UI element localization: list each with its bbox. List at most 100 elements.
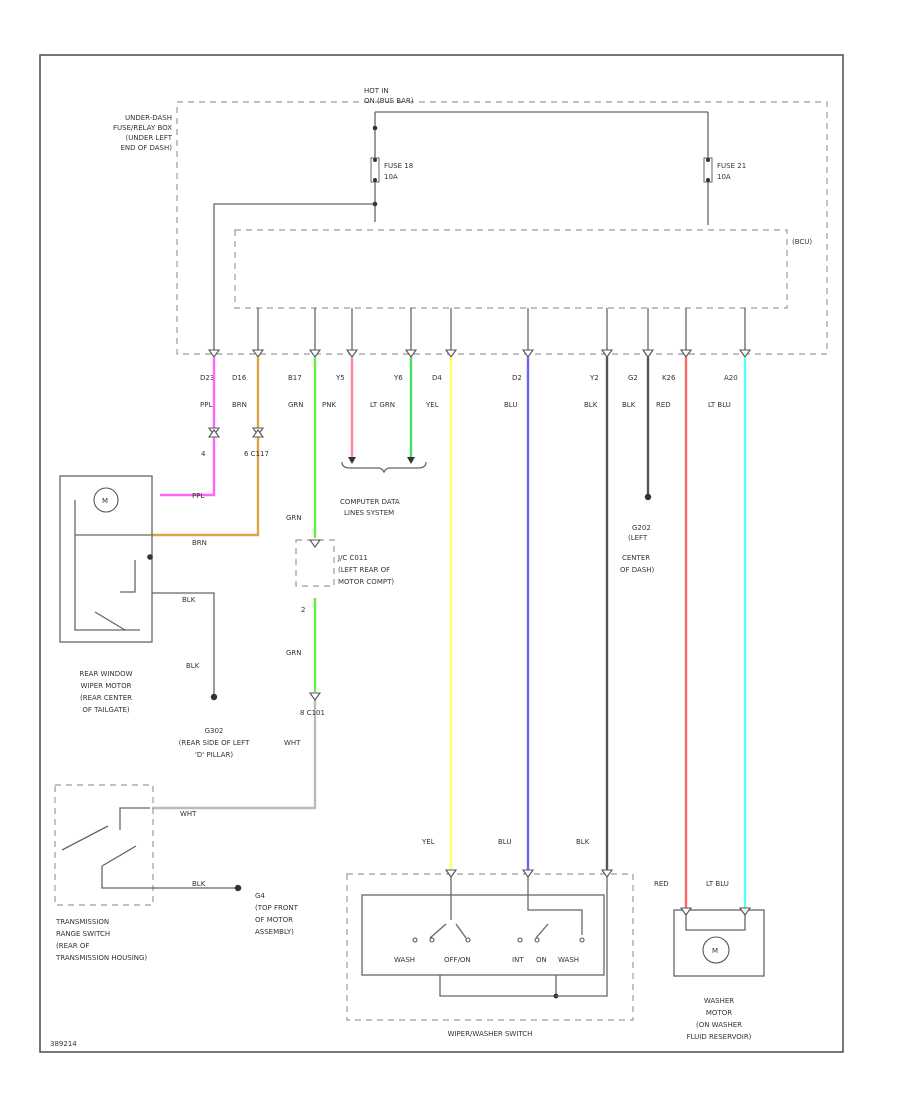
switch-on: ON (536, 956, 547, 964)
switch-off-on: OFF/ON (444, 956, 471, 964)
switch-wash-2: WASH (558, 956, 579, 964)
washer-motor-line-1: WASHER (704, 997, 734, 1005)
ltblu-lower-label: LT BLU (706, 880, 729, 888)
pin-d23: D23 (200, 374, 214, 382)
arrow-pnk (348, 457, 356, 464)
fuse18-feed (213, 203, 375, 352)
pin-g2: G2 (628, 374, 638, 382)
feed-node (372, 201, 378, 207)
jc-c011-line-2: (LEFT REAR OF (338, 566, 390, 574)
blu-lower-label: BLU (498, 838, 511, 846)
fuse-21-icon (703, 157, 713, 183)
wiper-motor-line-4: OF TAILGATE) (82, 706, 130, 714)
rear-wiper-motor-icon (93, 487, 119, 513)
g4-line-2: (TOP FRONT (255, 904, 299, 912)
wire-ppl: PPL (200, 401, 212, 409)
switch-wash-1: WASH (394, 956, 415, 964)
wiper-switch-contacts (412, 877, 608, 999)
pin-2-label: 2 (301, 606, 305, 614)
washer-connector-ltblu (738, 907, 752, 916)
jc-c011-line-1: J/C C011 (337, 554, 368, 562)
trans-switch-wire-2 (101, 866, 150, 889)
pin-a20: A20 (724, 374, 738, 382)
wiper-blk-wire (152, 592, 215, 697)
bcu-outline (234, 229, 788, 309)
fuse-box-outline (176, 101, 828, 355)
data-lines-brace (341, 461, 427, 474)
washer-motor-icon (702, 936, 730, 964)
fusebox-line-4: END OF DASH) (120, 144, 172, 152)
trans-switch-wire (119, 807, 150, 830)
wiper-ppl-label: PPL (192, 492, 204, 500)
fusebox-line-2: FUSE/RELAY BOX (113, 124, 172, 132)
wiper-brn-label: BRN (192, 539, 207, 547)
g4-ground-icon (234, 884, 242, 892)
wiper-switch-connectors (444, 869, 614, 878)
g302-line-2: (REAR SIDE OF LEFT (179, 739, 250, 747)
blk-down-label: BLK (186, 662, 200, 670)
pin-k26: K26 (662, 374, 676, 382)
wire-ltgrn: LT GRN (370, 401, 395, 409)
pin-d2: D2 (512, 374, 522, 382)
g302-line-1: G302 (205, 727, 224, 735)
bus-bar-label: ON (BUS BAR) (364, 97, 414, 105)
wire-wht-run (152, 700, 317, 810)
rear-wiper-internal (74, 500, 140, 631)
bus-node (372, 125, 378, 131)
rear-wiper-switch (120, 560, 136, 593)
c117-pin-4: 4 (201, 450, 206, 458)
c101-label: 8 C101 (300, 709, 325, 717)
grn-lower-label: GRN (286, 649, 302, 657)
wht-label-1: WHT (284, 739, 301, 747)
rear-wiper-motor-m: M (102, 497, 108, 505)
fusebox-line-1: UNDER-DASH (125, 114, 172, 122)
fuse-18-label: FUSE 18 (384, 162, 413, 170)
wire-blk-2: BLK (622, 401, 636, 409)
blk-lower-label: BLK (576, 838, 590, 846)
pin-b17: B17 (288, 374, 302, 382)
pin-d16: D16 (232, 374, 247, 382)
washer-internal (685, 915, 746, 931)
trans-blk-label: BLK (192, 880, 206, 888)
wiper-switch-title: WIPER/WASHER SWITCH (448, 1030, 533, 1038)
diagram-id: 389214 (50, 1040, 77, 1048)
pin-connectors (207, 349, 752, 358)
washer-motor-line-2: MOTOR (706, 1009, 732, 1017)
g202-line-1: G202 (632, 524, 651, 532)
rear-wiper-switch-blade (94, 611, 126, 631)
g202-line-4: OF DASH) (620, 566, 655, 574)
switch-int: INT (512, 956, 524, 964)
bcu-pin-drops (257, 308, 746, 352)
washer-motor-m: M (712, 947, 718, 955)
bcu-label: (BCU) (792, 238, 812, 246)
wiper-motor-line-3: (REAR CENTER (80, 694, 132, 702)
g202-ground-icon (644, 493, 652, 501)
wire-blu: BLU (504, 401, 517, 409)
wiper-motor-line-2: WIPER MOTOR (81, 682, 132, 690)
wiper-motor-line-1: REAR WINDOW (79, 670, 132, 678)
wht-label-2: WHT (180, 810, 197, 818)
connector-c117 (207, 427, 265, 438)
washer-motor-box (673, 909, 765, 977)
wire-brn: BRN (232, 401, 247, 409)
wire-grn: GRN (288, 401, 304, 409)
wiper-blk-label: BLK (182, 596, 196, 604)
g4-line-1: G4 (255, 892, 265, 900)
computer-data-line-1: COMPUTER DATA (340, 498, 400, 506)
trans-switch-line-4: TRANSMISSION HOUSING) (55, 954, 147, 962)
trans-switch-blade-1 (61, 825, 109, 851)
rear-wiper-node (147, 554, 153, 560)
wire-brn-run (150, 357, 260, 537)
fusebox-line-3: (UNDER LEFT (126, 134, 173, 142)
pin-d4: D4 (432, 374, 442, 382)
yel-lower-label: YEL (421, 838, 435, 846)
jc-c011-connector (308, 539, 322, 548)
pin-y2: Y2 (589, 374, 599, 382)
diagram-frame (39, 54, 844, 1053)
fuse-18-icon (370, 157, 380, 183)
red-lower-label: RED (654, 880, 669, 888)
wire-ppl-run (160, 357, 216, 497)
washer-connector-red (679, 907, 693, 916)
wire-yel: YEL (425, 401, 439, 409)
